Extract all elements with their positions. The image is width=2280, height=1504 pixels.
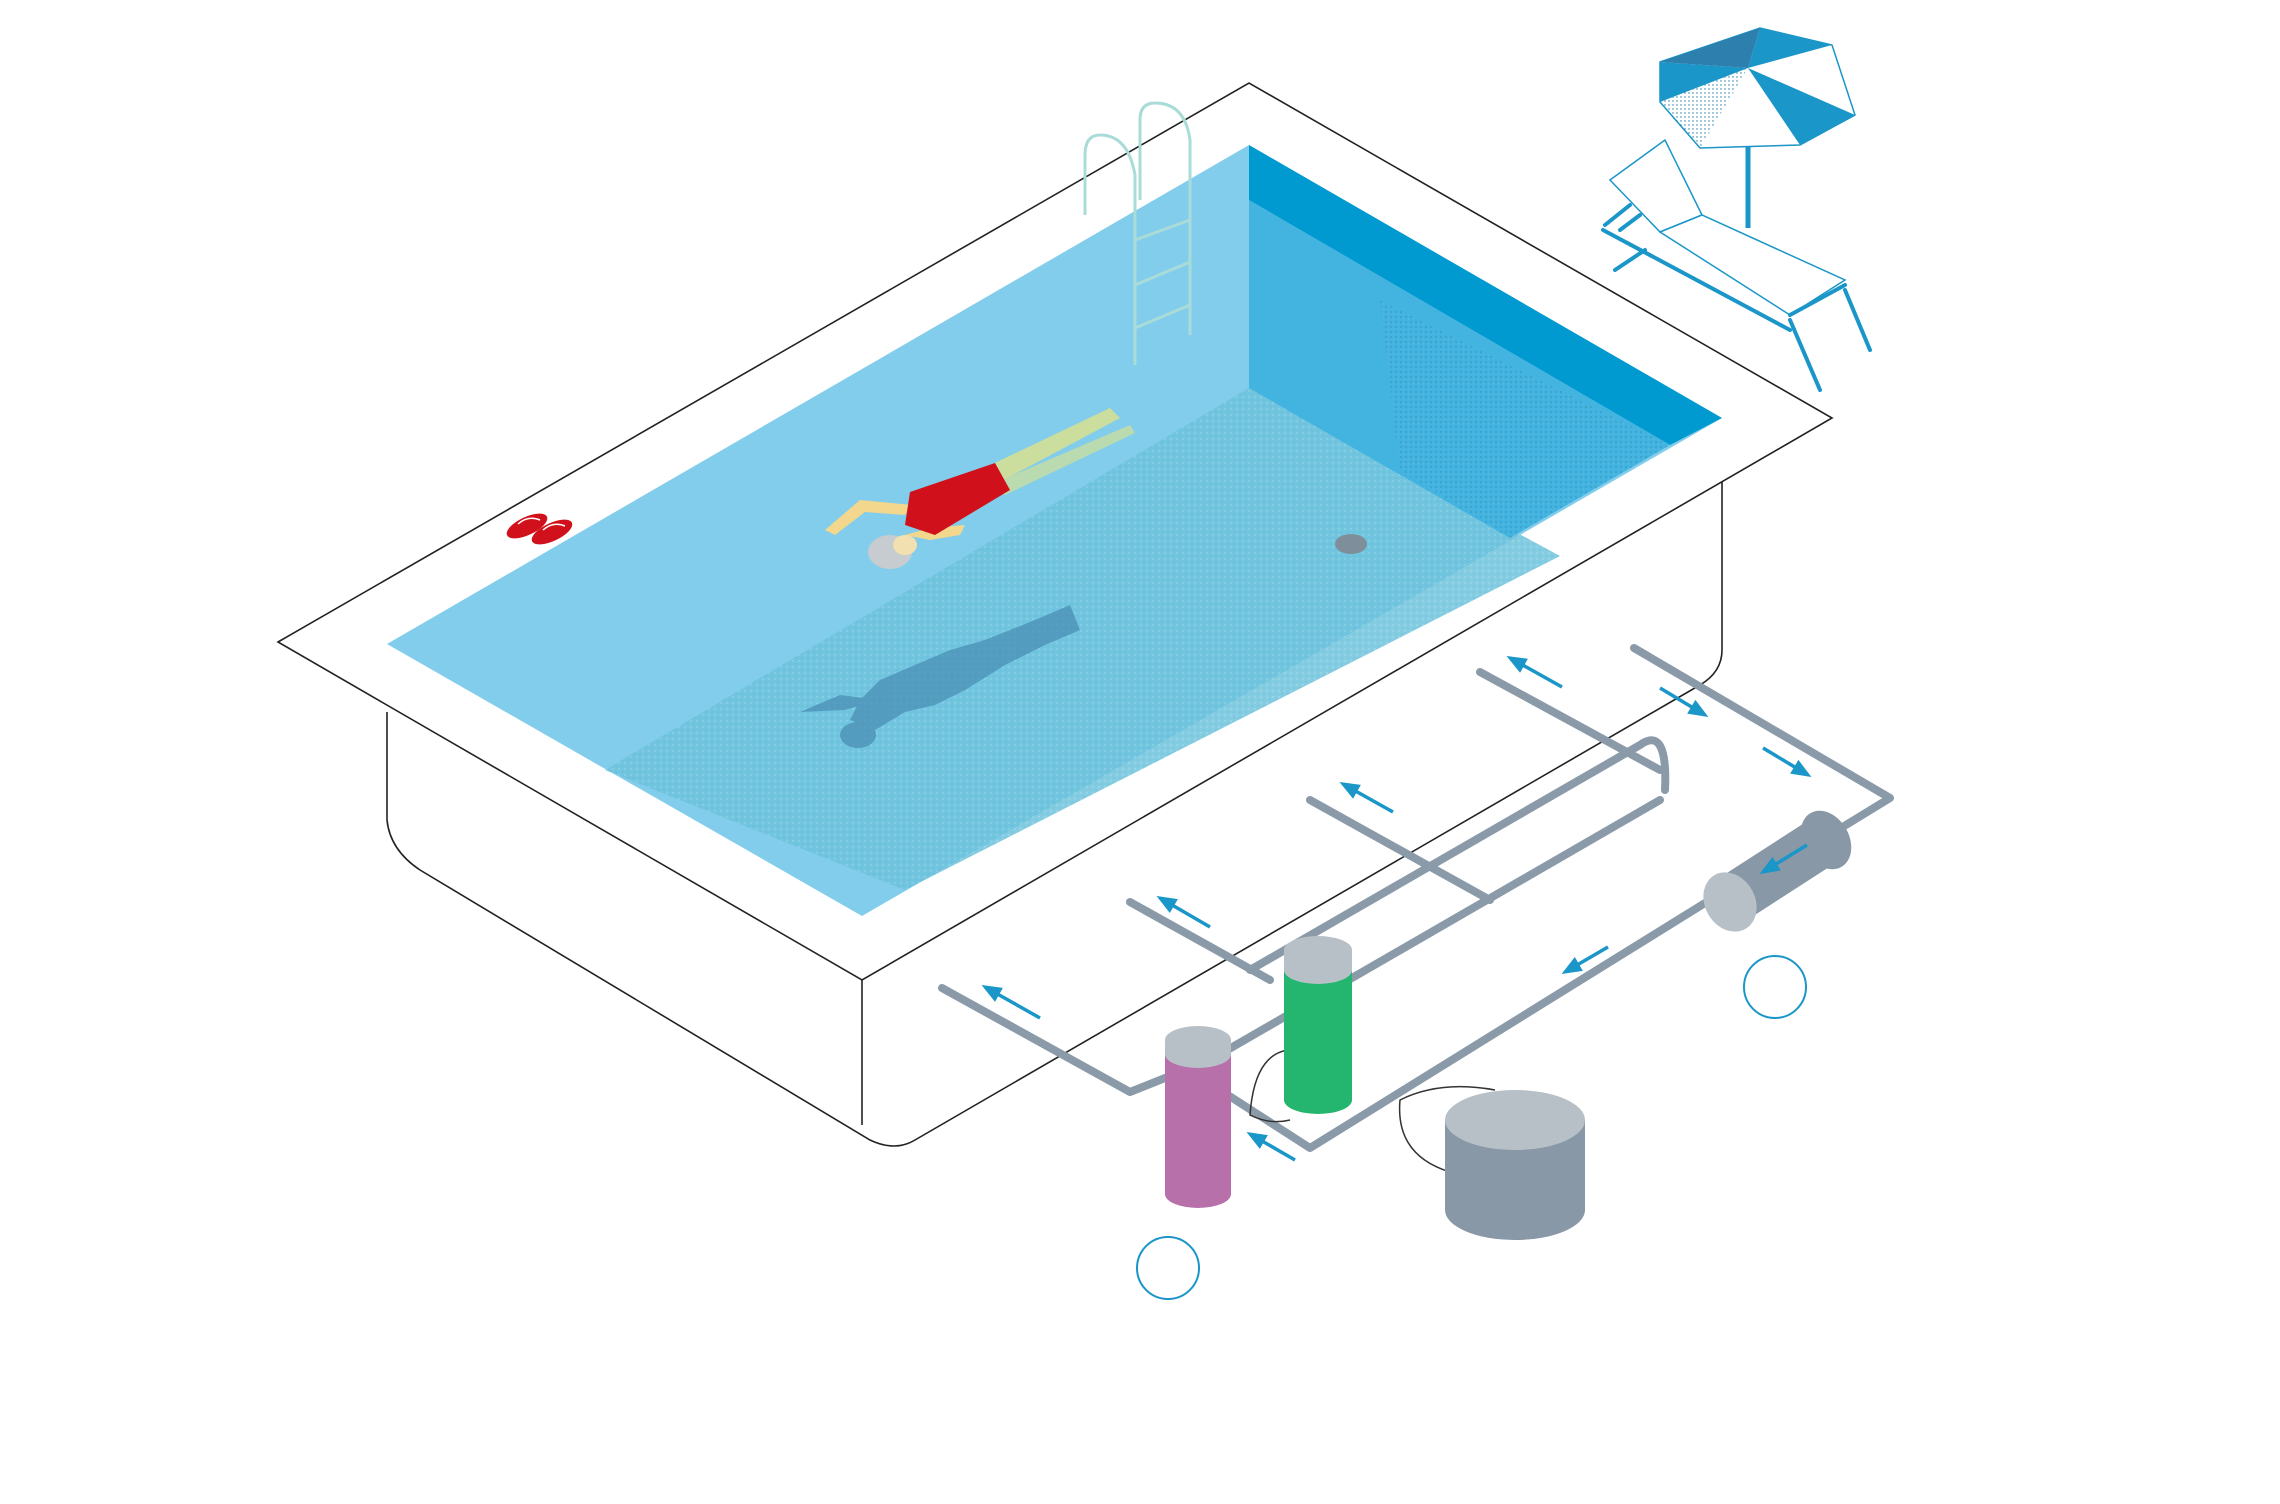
sun-lounger-icon bbox=[1601, 138, 1872, 392]
pool-ladder-icon bbox=[1083, 101, 1192, 365]
flow-arrow-icon bbox=[1659, 686, 1709, 718]
pool-basin-outline bbox=[386, 478, 1723, 1147]
flow-arrow-icon bbox=[1246, 1131, 1296, 1162]
flow-arrow-icon bbox=[1759, 843, 1808, 875]
power-cable-2 bbox=[1398, 1085, 1496, 1173]
drain-icon bbox=[1335, 534, 1367, 554]
swimsuit bbox=[905, 463, 1010, 535]
dosing-unit-purple bbox=[1165, 1026, 1231, 1208]
flow-arrow-icon bbox=[1506, 656, 1563, 689]
pool-side-wall-texture bbox=[1380, 300, 1670, 538]
pool bbox=[276, 82, 1834, 1147]
return-branch-2 bbox=[1306, 796, 1494, 904]
pump-icon bbox=[1445, 1090, 1585, 1240]
flow-arrow-icon bbox=[981, 985, 1041, 1020]
flow-arrow-icon bbox=[1156, 895, 1211, 929]
return-branch-1 bbox=[1126, 898, 1274, 984]
swimmer-icon bbox=[825, 408, 1135, 569]
flow-arrow-icon bbox=[1561, 945, 1609, 975]
flow-arrow-icon bbox=[1339, 782, 1394, 814]
swimmer-shadow bbox=[800, 605, 1080, 748]
pool-floor-texture bbox=[605, 388, 1560, 890]
flow-arrow-icon bbox=[1762, 746, 1812, 778]
flip-flops-icon bbox=[506, 513, 573, 545]
return-branch-3 bbox=[1476, 668, 1664, 774]
flow-arrows bbox=[981, 656, 1812, 1162]
callout-filter bbox=[1743, 955, 1807, 1019]
power-cable-1 bbox=[1249, 1048, 1301, 1123]
return-manifold bbox=[1246, 736, 1670, 974]
callout-dosing-unit bbox=[1136, 1236, 1200, 1300]
suction-line bbox=[1630, 644, 1894, 851]
pool-back-wall bbox=[1249, 145, 1722, 445]
beach-umbrella-icon bbox=[1659, 27, 1856, 228]
filter-icon bbox=[1703, 810, 1852, 932]
dosing-unit-green bbox=[1284, 936, 1352, 1114]
